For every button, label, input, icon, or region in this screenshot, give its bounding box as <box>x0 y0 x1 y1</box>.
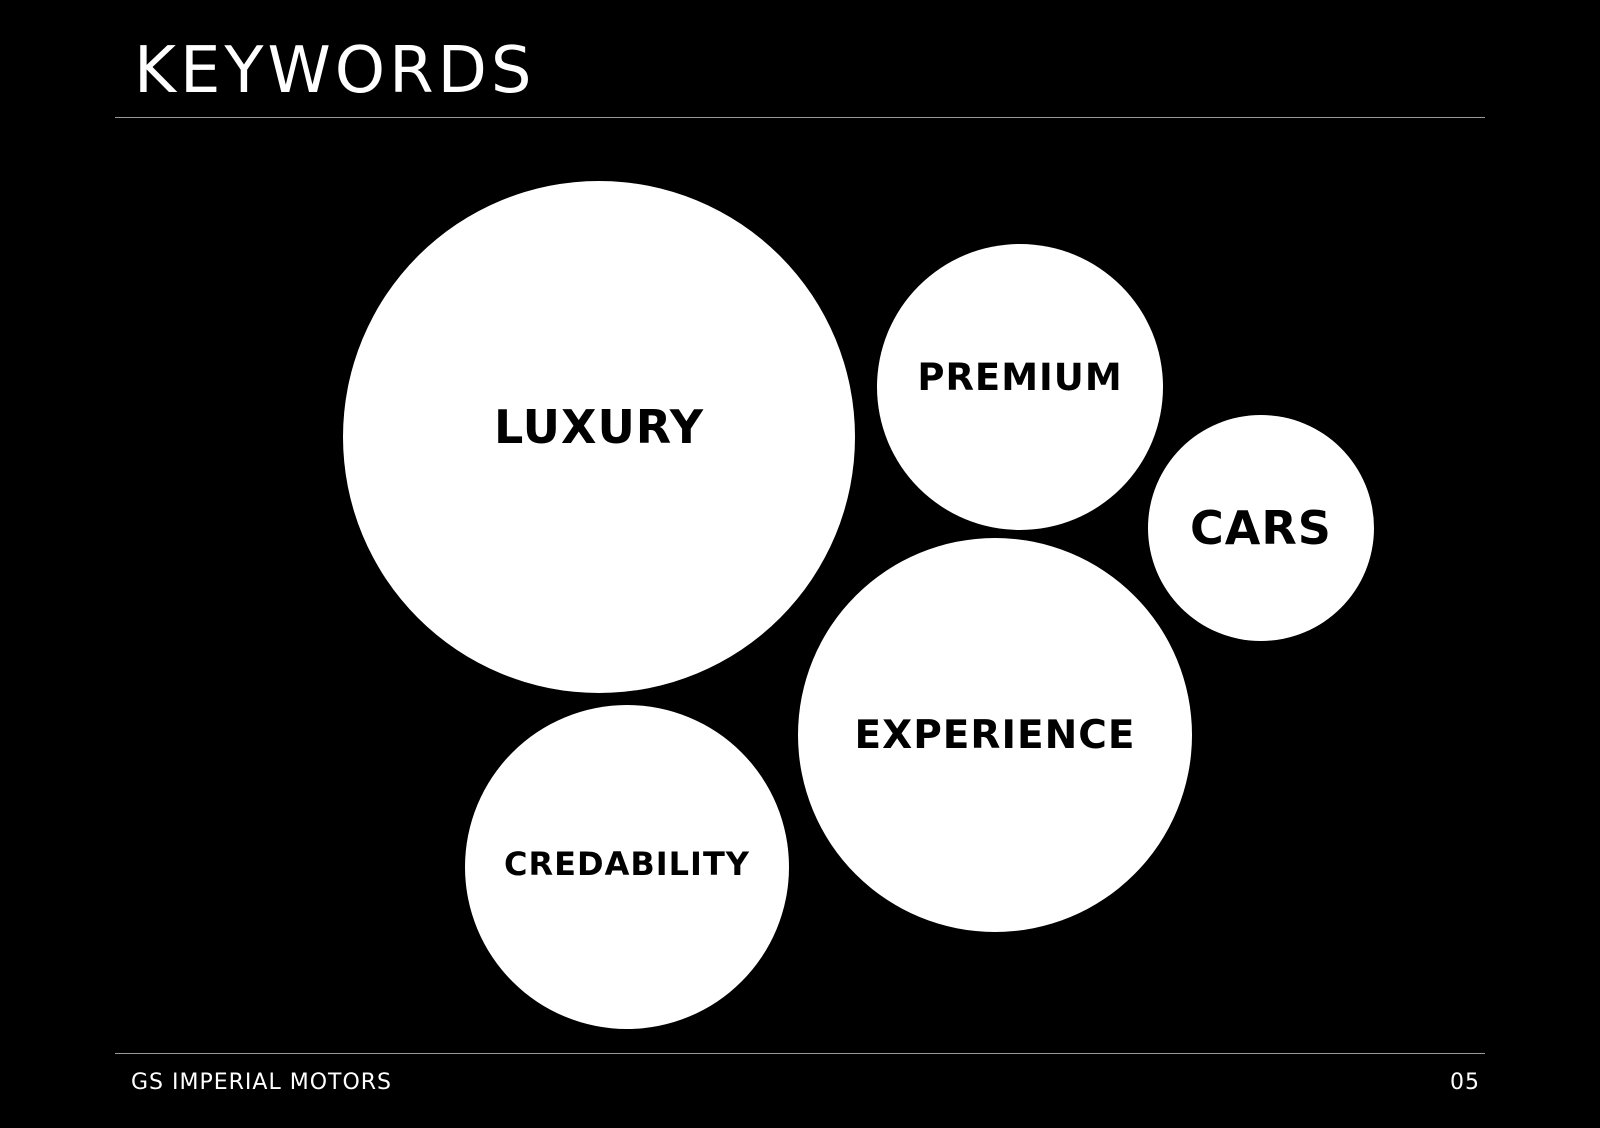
keyword-bubble-luxury: LUXURY <box>343 181 855 693</box>
keyword-bubble-premium: PREMIUM <box>877 244 1163 530</box>
keyword-label: CARS <box>1190 501 1332 555</box>
page-title: KEYWORDS <box>134 34 536 108</box>
keyword-label: PREMIUM <box>917 355 1123 399</box>
keyword-bubble-experience: EXPERIENCE <box>798 538 1192 932</box>
header-divider <box>115 117 1485 118</box>
keyword-bubble-cars: CARS <box>1148 415 1374 641</box>
page-number: 05 <box>1450 1070 1480 1095</box>
keyword-label: EXPERIENCE <box>854 712 1136 758</box>
keyword-bubble-credability: CREDABILITY <box>465 705 789 1029</box>
keyword-label: CREDABILITY <box>504 845 750 883</box>
keyword-label: LUXURY <box>493 400 705 454</box>
footer-brand: GS IMPERIAL MOTORS <box>131 1070 393 1095</box>
footer-divider <box>115 1053 1485 1054</box>
